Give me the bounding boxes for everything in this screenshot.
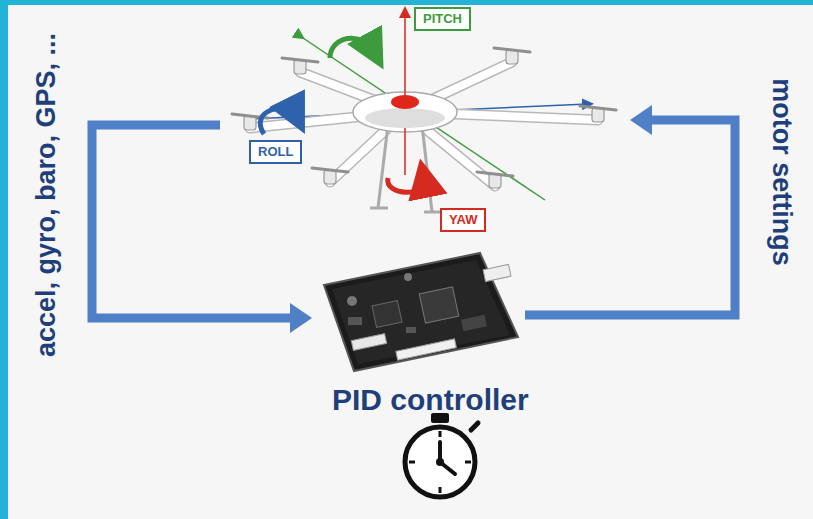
yaw-label-box: YAW [440, 208, 486, 232]
axis-label: YAW [449, 212, 477, 228]
controller-heading: PID controller [332, 383, 529, 417]
signal-label: accel, gyro, baro, GPS, ... [30, 33, 62, 357]
signal-label: motor settings [766, 78, 798, 266]
controller-board: PID controller [312, 245, 525, 375]
feedback-arrow [525, 105, 735, 315]
feedback-arrow [92, 125, 312, 333]
axis-label: ROLL [258, 144, 293, 160]
pcb-illustration [312, 245, 525, 375]
drone-region: PITCH ROLL YAW [220, 0, 630, 240]
pitch-label-box: PITCH [414, 7, 471, 31]
axis-label: PITCH [423, 11, 462, 27]
roll-label-box: ROLL [249, 140, 302, 164]
